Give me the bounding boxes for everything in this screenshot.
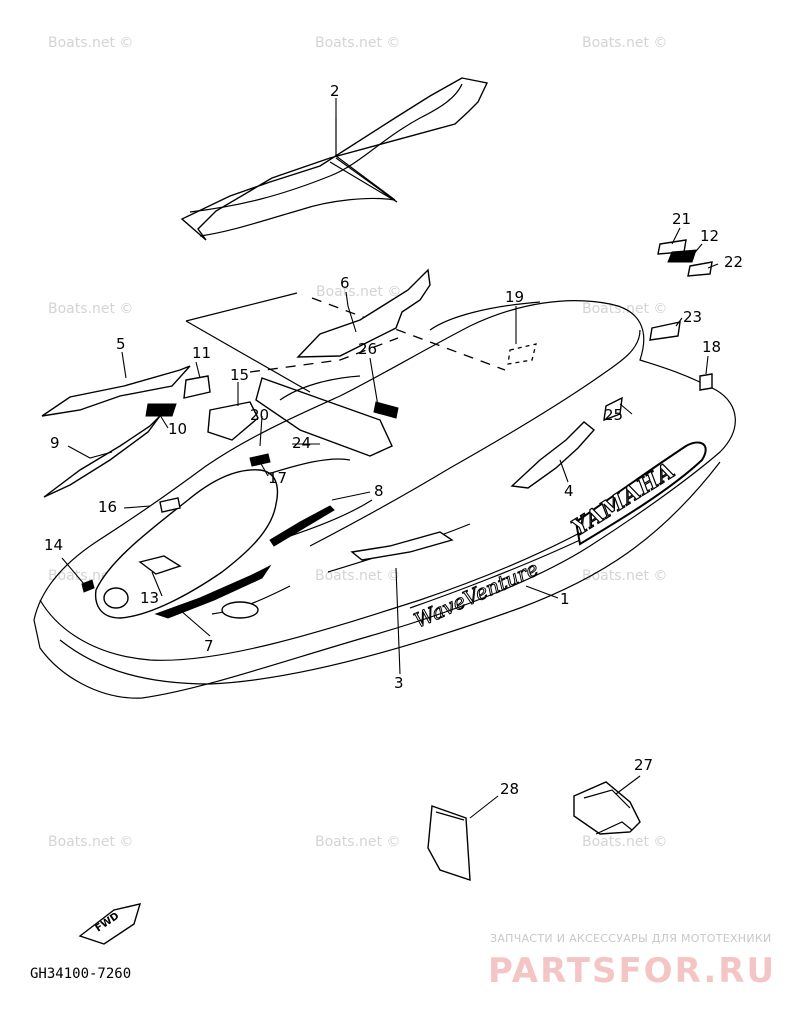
part-13-decal (138, 555, 182, 575)
callout-20: 20 (250, 406, 269, 424)
watermark: Boats.net © (48, 35, 133, 51)
forward-arrow-icon: FWD (78, 903, 142, 945)
part-12-decal (667, 249, 697, 263)
part-4-side-decal (510, 421, 596, 489)
part-27-cover (573, 781, 641, 835)
callout-16: 16 (98, 498, 117, 516)
ad-watermark: ЗАПЧАСТИ И АКСЕССУАРЫ ДЛЯ МОТОТЕХНИКИ PA… (488, 932, 776, 991)
hull-graphic: YAMAHA WaveVenture (410, 441, 707, 633)
callout-12: 12 (700, 227, 719, 245)
part-14-decal (81, 579, 95, 593)
hull-brand-text: YAMAHA (567, 457, 680, 541)
part-10-decal (145, 403, 177, 417)
callout-10: 10 (168, 420, 187, 438)
watermark: Boats.net © (582, 834, 667, 850)
callout-7: 7 (204, 637, 214, 655)
callout-9: 9 (50, 434, 60, 452)
callout-14: 14 (44, 536, 63, 554)
part-11-decal (183, 375, 211, 399)
callout-18: 18 (702, 338, 721, 356)
callout-11: 11 (192, 344, 211, 362)
part-7-stripe (154, 564, 272, 619)
watermark: Boats.net © (315, 35, 400, 51)
callout-27: 27 (634, 756, 653, 774)
watermark: Boats.net © (48, 301, 133, 317)
callout-3: 3 (394, 674, 404, 692)
callouts: 2 6 19 21 12 22 23 18 5 11 26 15 20 25 1… (44, 82, 743, 798)
callout-13: 13 (140, 589, 159, 607)
callout-26: 26 (358, 340, 377, 358)
callout-28: 28 (500, 780, 519, 798)
part-15-handle-decal (207, 401, 259, 441)
leader-lines (61, 98, 719, 819)
part-3-decal (350, 531, 454, 561)
part-22-decal (687, 261, 713, 277)
callout-8: 8 (374, 482, 384, 500)
callout-5: 5 (116, 335, 126, 353)
part-23-decal (649, 321, 681, 341)
callout-17: 17 (268, 469, 287, 487)
drawing-code: GH34100-7260 (30, 966, 131, 982)
part-24-handle-pad (255, 377, 393, 457)
part-25-decal (603, 396, 623, 422)
hull-model-script: WaveVenture (410, 556, 542, 632)
callout-25: 25 (604, 406, 623, 424)
part-16-decal (159, 497, 181, 513)
callout-23: 23 (683, 308, 702, 326)
callout-22: 22 (724, 253, 743, 271)
watermarks: Boats.net © Boats.net © Boats.net © Boat… (48, 35, 667, 850)
part-8-stripe (269, 505, 335, 547)
ad-tagline: ЗАПЧАСТИ И АКСЕССУАРЫ ДЛЯ МОТОТЕХНИКИ (490, 932, 772, 945)
callout-1: 1 (560, 590, 570, 608)
part-2-deck-mat (180, 77, 489, 241)
part-18-decal (699, 373, 713, 391)
callout-19: 19 (505, 288, 524, 306)
callout-24: 24 (292, 434, 311, 452)
callout-15: 15 (230, 366, 249, 384)
part-9-side-stripe (43, 415, 161, 498)
watermark: Boats.net © (316, 284, 401, 300)
part-26-decal (373, 401, 399, 419)
callout-21: 21 (672, 210, 691, 228)
part-5-side-stripe (41, 365, 191, 417)
part-28-pad (427, 805, 471, 881)
watermark: Boats.net © (582, 35, 667, 51)
projection-lines (185, 118, 506, 427)
watermark: Boats.net © (582, 568, 667, 584)
callout-4: 4 (564, 482, 574, 500)
watermark: Boats.net © (48, 834, 133, 850)
part-17-decal (249, 453, 271, 467)
watermark: Boats.net © (315, 834, 400, 850)
ad-logo: PARTSFOR.RU (488, 951, 776, 991)
callout-2: 2 (330, 82, 340, 100)
part-19-decal (507, 343, 537, 365)
callout-6: 6 (340, 274, 350, 292)
watermark: Boats.net © (315, 568, 400, 584)
